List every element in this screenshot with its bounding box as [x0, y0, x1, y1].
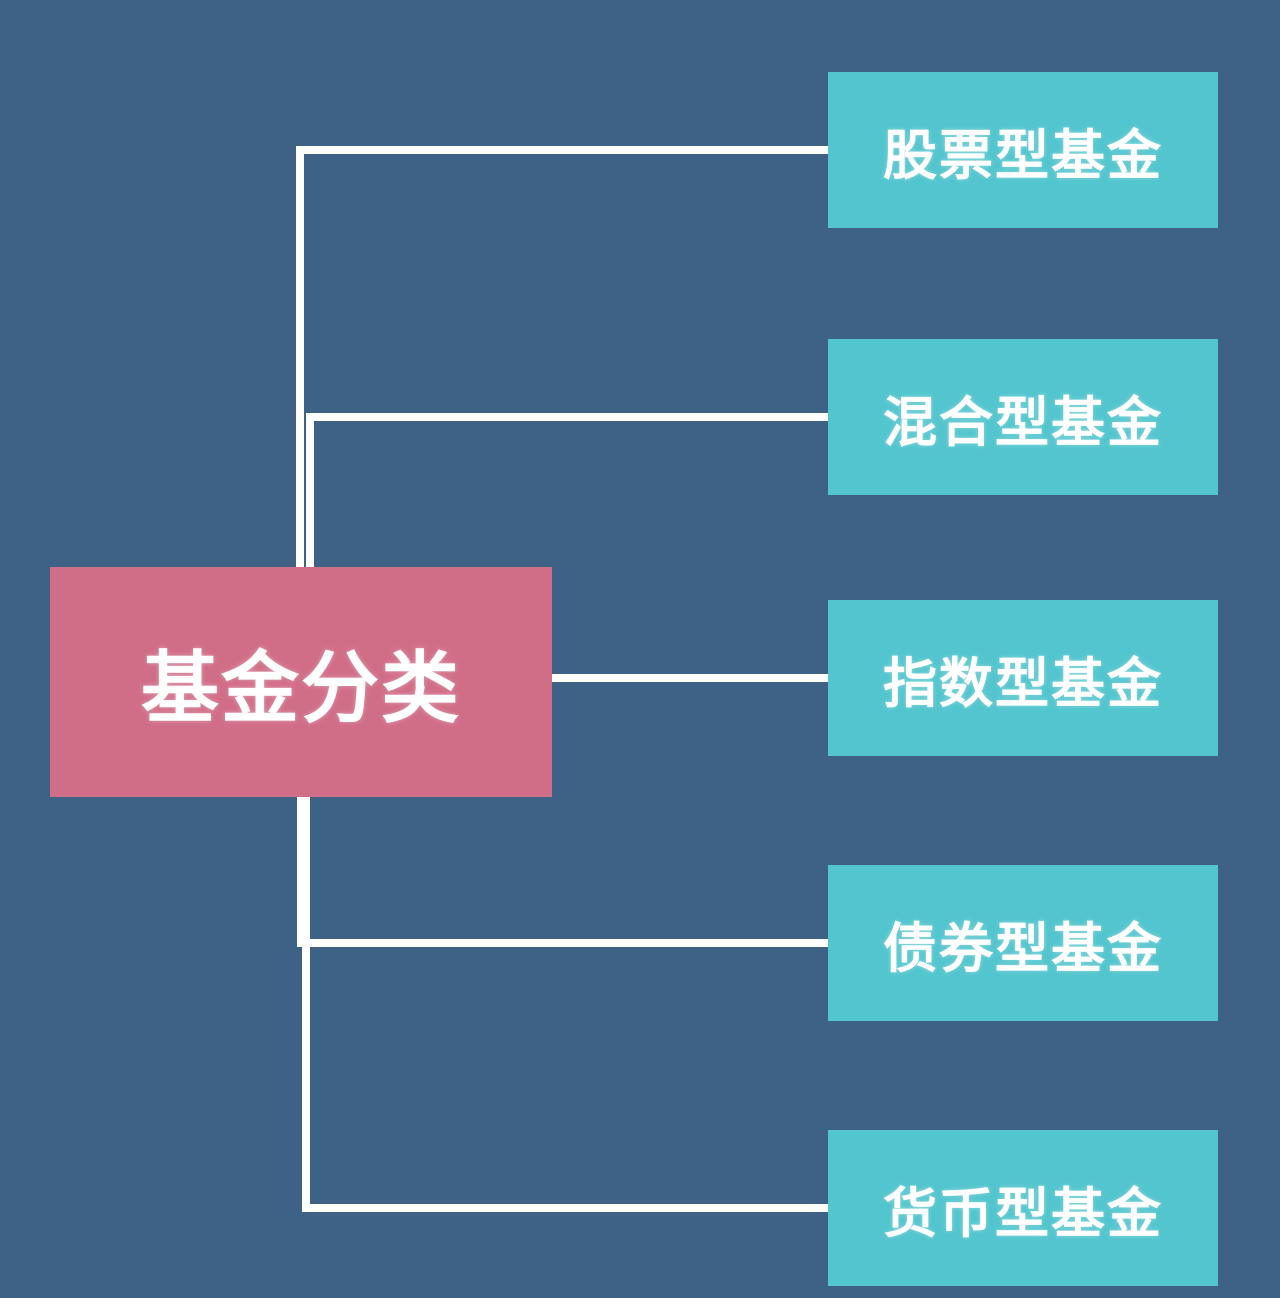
connector-root-to-mixed-fund	[306, 413, 828, 570]
connector-root-to-bond-fund	[297, 795, 828, 947]
child-node-mixed-fund: 混合型基金	[828, 339, 1218, 495]
root-node-fund-classification: 基金分类	[50, 567, 552, 797]
child-node-money-fund: 货币型基金	[828, 1130, 1218, 1286]
child-node-index-fund: 指数型基金	[828, 600, 1218, 756]
connector-root-to-stock-fund	[296, 146, 828, 570]
child-node-stock-fund: 股票型基金	[828, 72, 1218, 228]
child-node-bond-fund: 债券型基金	[828, 865, 1218, 1021]
child-node-label: 指数型基金	[883, 651, 1163, 715]
root-node-label: 基金分类	[140, 644, 461, 734]
child-node-label: 股票型基金	[883, 123, 1163, 187]
child-node-label: 货币型基金	[883, 1181, 1163, 1245]
child-node-label: 混合型基金	[883, 390, 1163, 454]
child-node-label: 债券型基金	[883, 916, 1163, 980]
connector-root-to-money-fund	[302, 795, 828, 1212]
